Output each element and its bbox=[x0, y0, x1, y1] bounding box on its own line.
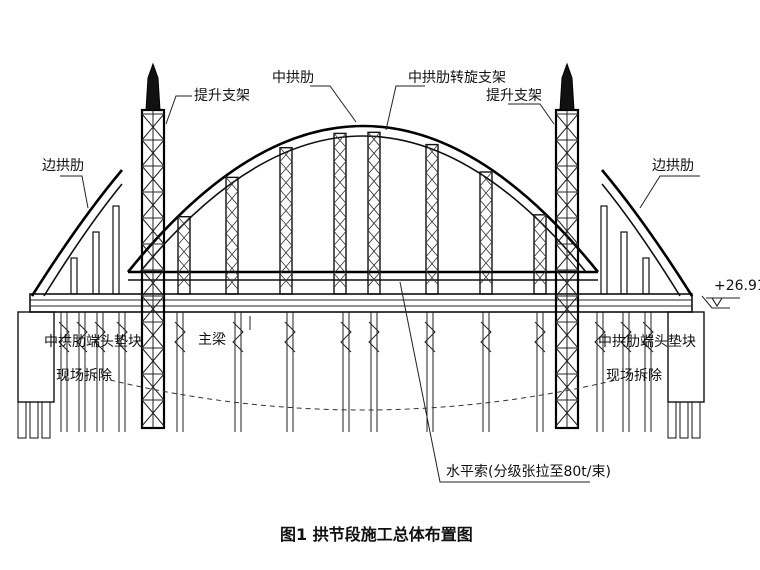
pier bbox=[534, 312, 546, 432]
pier bbox=[116, 312, 128, 432]
tower-brace bbox=[555, 321, 579, 349]
trussed-support bbox=[279, 146, 293, 295]
trussed-support bbox=[333, 132, 347, 295]
pier bbox=[58, 312, 70, 432]
label-left-note-line1: 中拱肋端头垫块 bbox=[44, 334, 142, 350]
label-horizontal-cable: 水平索(分级张拉至80t/束) bbox=[446, 463, 611, 480]
pier bbox=[480, 312, 492, 432]
pier bbox=[232, 312, 244, 432]
side-column bbox=[620, 231, 628, 295]
side-arch-rib-left bbox=[30, 169, 123, 297]
figure-caption: 图1 拱节段施工总体布置图 bbox=[280, 525, 473, 544]
tower-brace bbox=[141, 399, 165, 427]
tower-brace bbox=[141, 113, 165, 141]
side-column bbox=[600, 205, 608, 295]
tower-brace bbox=[141, 191, 165, 219]
pier bbox=[340, 312, 352, 432]
tower-brace bbox=[141, 243, 165, 271]
tower-brace bbox=[141, 347, 165, 375]
tower-brace bbox=[141, 295, 165, 323]
temporary-supports bbox=[58, 312, 654, 432]
pier bbox=[620, 312, 632, 432]
lift-tower-right bbox=[554, 62, 580, 430]
trussed-support bbox=[177, 216, 191, 295]
label-middle-rib-swivel-support: 中拱肋转旋支架 bbox=[408, 70, 506, 86]
trussed-support bbox=[367, 131, 381, 295]
pier bbox=[174, 312, 186, 432]
tower-brace bbox=[555, 373, 579, 401]
abutment-left bbox=[17, 311, 55, 439]
tower-brace bbox=[555, 269, 579, 297]
label-lift-support-right: 提升支架 bbox=[486, 88, 542, 104]
tower-brace bbox=[141, 165, 165, 193]
tower-brace bbox=[555, 113, 579, 141]
lift-tower-left bbox=[140, 62, 166, 430]
tower-brace bbox=[555, 217, 579, 245]
pier bbox=[368, 312, 380, 432]
pier bbox=[284, 312, 296, 432]
elevation-marker bbox=[706, 297, 740, 307]
side-column bbox=[112, 205, 120, 295]
abutment-right bbox=[667, 311, 705, 439]
tower-brace bbox=[555, 295, 579, 323]
side-column bbox=[70, 257, 78, 295]
middle-arch-rib bbox=[126, 124, 600, 273]
tower-brace bbox=[555, 139, 579, 167]
label-lift-support-left: 提升支架 bbox=[194, 88, 250, 104]
leader-lines bbox=[60, 85, 730, 483]
pier bbox=[94, 312, 106, 432]
middle-trussed-supports bbox=[177, 131, 547, 295]
tower-brace bbox=[141, 269, 165, 297]
trussed-support bbox=[425, 143, 439, 295]
pier bbox=[424, 312, 436, 432]
label-side-arch-rib-left: 边拱肋 bbox=[42, 158, 84, 174]
trussed-support bbox=[533, 214, 547, 295]
tower-brace bbox=[555, 165, 579, 193]
tower-brace bbox=[141, 373, 165, 401]
label-elevation: +26.911 bbox=[714, 278, 760, 294]
tower-brace bbox=[555, 243, 579, 271]
side-columns bbox=[70, 205, 650, 295]
side-column bbox=[92, 231, 100, 295]
tower-brace bbox=[555, 347, 579, 375]
pier bbox=[594, 312, 606, 432]
label-left-note-line2: 现场拆除 bbox=[56, 368, 112, 384]
trussed-support bbox=[479, 171, 493, 295]
label-middle-arch-rib: 中拱肋 bbox=[272, 70, 314, 86]
main-girder bbox=[29, 293, 693, 313]
tower-brace bbox=[141, 217, 165, 245]
tower-brace bbox=[141, 139, 165, 167]
horizontal-cable-line bbox=[128, 270, 598, 281]
trussed-support bbox=[225, 176, 239, 295]
label-side-arch-rib-right: 边拱肋 bbox=[652, 158, 694, 174]
pier bbox=[642, 312, 654, 432]
tower-brace bbox=[555, 399, 579, 427]
side-arch-rib-right bbox=[601, 169, 694, 297]
label-right-note-line1: 中拱肋端头垫块 bbox=[598, 334, 696, 350]
label-right-note-line2: 现场拆除 bbox=[606, 368, 662, 384]
tower-brace bbox=[141, 321, 165, 349]
lower-dashed-curve bbox=[109, 379, 617, 411]
tower-brace bbox=[555, 191, 579, 219]
side-column bbox=[642, 257, 650, 295]
label-main-beam: 主梁 bbox=[198, 332, 226, 348]
pier bbox=[76, 312, 88, 432]
